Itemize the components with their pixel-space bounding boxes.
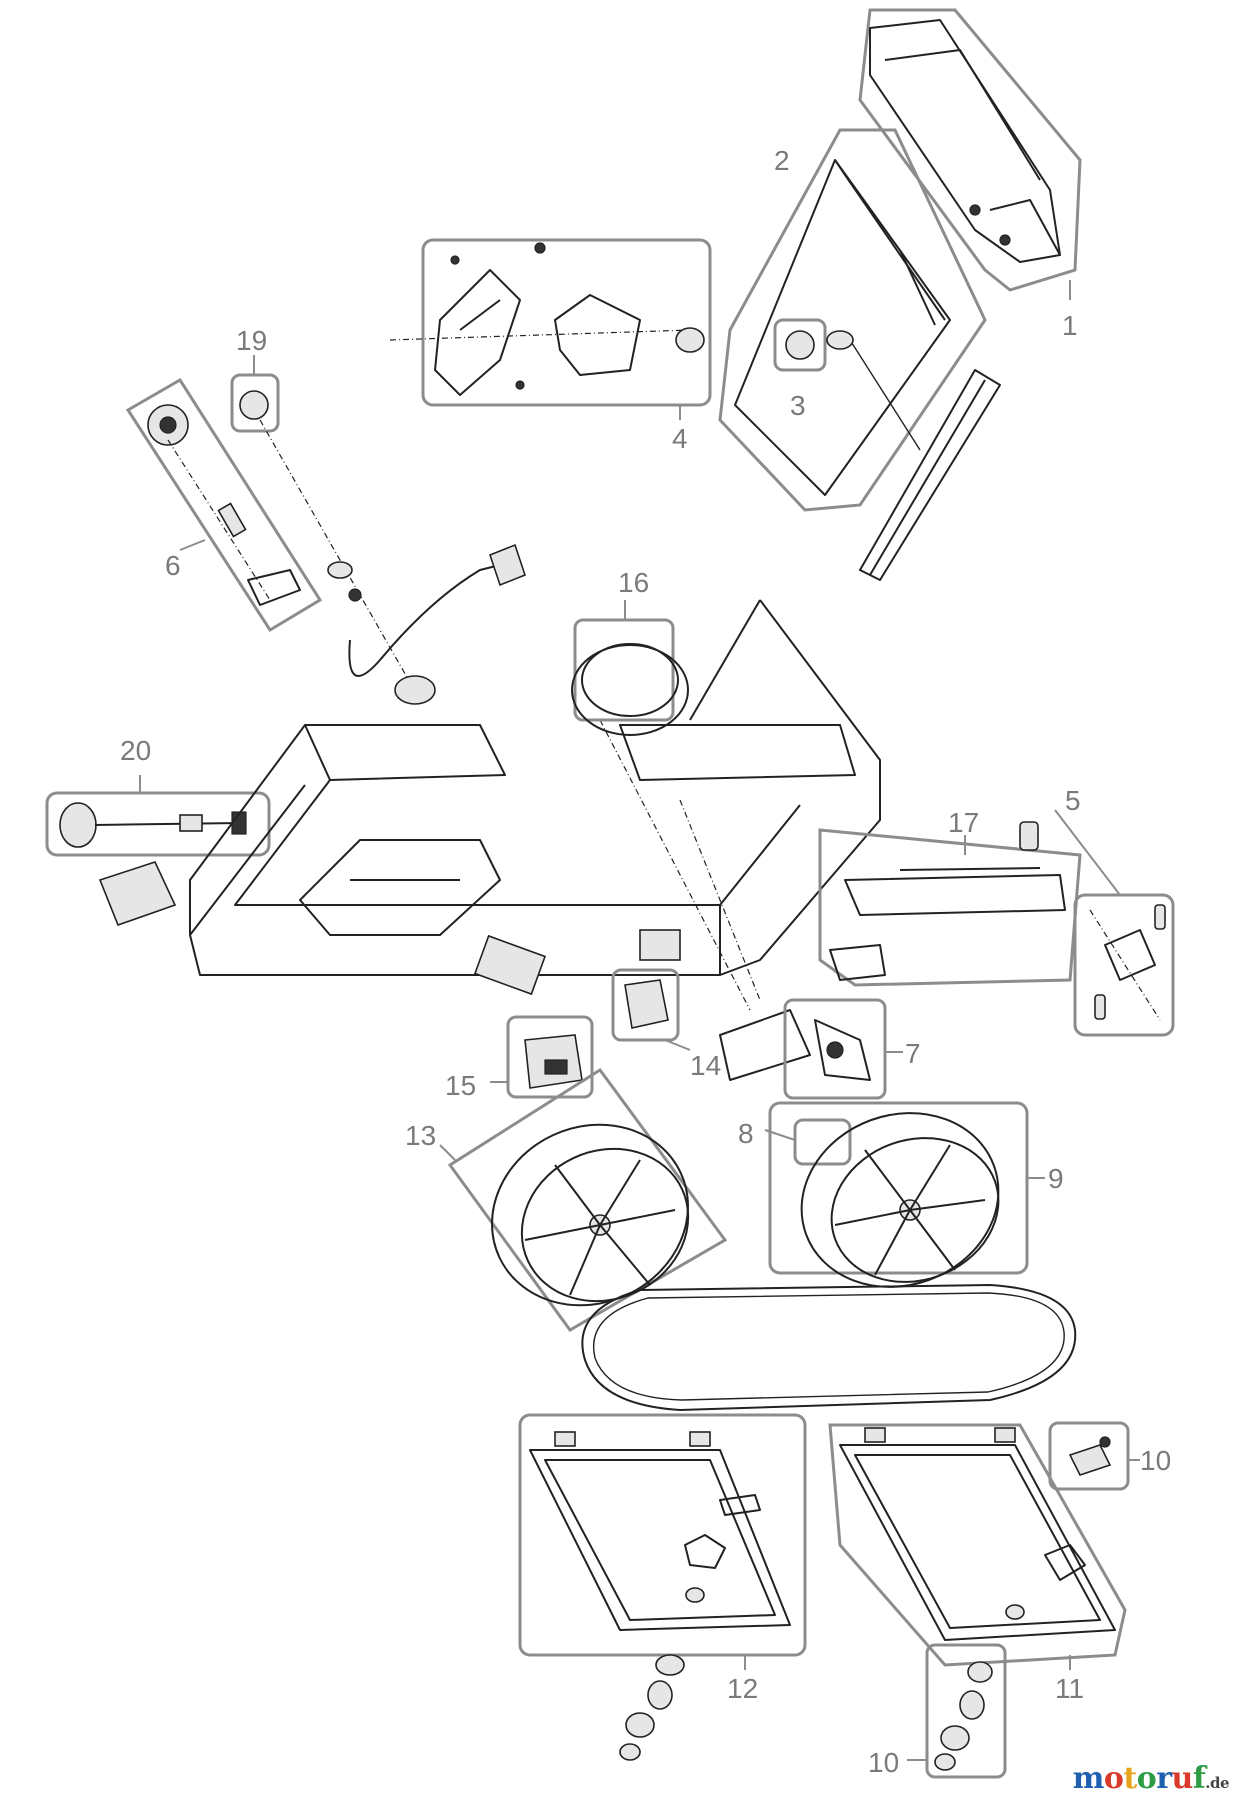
- callout-1: 1: [1062, 310, 1078, 341]
- logo-letter: r: [1156, 1761, 1172, 1796]
- logo-letter: o: [1136, 1761, 1157, 1796]
- callout-17: 17: [948, 807, 979, 838]
- part-8-tyre: [764, 1118, 852, 1166]
- main-frame: [98, 543, 881, 1081]
- callout-6: 6: [165, 550, 181, 581]
- callout-16: 16: [618, 567, 649, 598]
- part-2-table: [718, 128, 1001, 581]
- callout-14: 14: [690, 1050, 721, 1081]
- callout-box-9: [768, 1101, 1029, 1275]
- part-14-switch: [611, 968, 691, 1051]
- part-19-knob: [230, 355, 421, 701]
- callout-box-14: [611, 968, 680, 1042]
- callout-box-7: [783, 998, 887, 1100]
- part-12-door: [518, 1413, 807, 1670]
- callout-5: 5: [1065, 785, 1081, 816]
- logo-letters: motoruf: [1073, 1761, 1206, 1796]
- part-1-blade-guard: [858, 8, 1082, 300]
- logo-suffix: .de: [1205, 1774, 1229, 1792]
- logo-letter: t: [1123, 1761, 1137, 1796]
- logo-letter: m: [1072, 1761, 1105, 1796]
- callout-10a: 10: [1140, 1445, 1171, 1476]
- logo-letter: f: [1192, 1761, 1206, 1796]
- callout-20: 20: [120, 735, 151, 766]
- saw-band: [581, 1284, 1077, 1411]
- part-5-guide-assembly: [1019, 809, 1175, 1037]
- callout-10b: 10: [868, 1747, 899, 1778]
- callout-box-17: [818, 828, 1082, 987]
- callout-box-4: [421, 238, 712, 407]
- part-15-switch-box: [490, 1015, 594, 1099]
- callout-box-8: [793, 1118, 852, 1166]
- callout-box-12: [518, 1413, 807, 1657]
- callout-box-5: [1073, 893, 1175, 1037]
- part-10-knob-right: [907, 1643, 1007, 1779]
- callout-12: 12: [727, 1673, 758, 1704]
- callout-box-3: [773, 318, 827, 372]
- part-11-door: [828, 1423, 1127, 1670]
- callout-4: 4: [672, 423, 688, 454]
- part-9-upper-wheel: [768, 1101, 1045, 1288]
- callout-11: 11: [1055, 1673, 1084, 1704]
- callout-8: 8: [738, 1118, 754, 1149]
- part-17-guide-rail: [818, 828, 1082, 987]
- part-10-latch: [1048, 1421, 1140, 1491]
- callout-box-13: [447, 1067, 728, 1332]
- logo-letter: o: [1103, 1761, 1124, 1796]
- logo-letter: u: [1171, 1761, 1194, 1796]
- callout-box-6: [125, 377, 323, 633]
- part-4-guard-assembly: [389, 238, 712, 420]
- callout-box-16: [573, 618, 675, 722]
- callout-13: 13: [405, 1120, 436, 1151]
- part-10-knob-left: [619, 1654, 685, 1761]
- motoruf-logo: motoruf.de: [1073, 1761, 1230, 1796]
- callout-box-20: [45, 791, 271, 857]
- part-6-tension-knob: [125, 377, 323, 633]
- callout-15: 15: [445, 1070, 476, 1101]
- callout-box-11: [828, 1423, 1127, 1667]
- callout-3: 3: [790, 390, 806, 421]
- part-7-bearing-guide: [783, 998, 903, 1100]
- part-16-wheel: [571, 600, 689, 736]
- part-20-adjust-knob: [45, 775, 271, 857]
- callout-2: 2: [774, 145, 790, 176]
- callout-box-15: [506, 1015, 594, 1099]
- callout-labels: 1 2 3 4 5 6 7 8 9 10 10 11 12 13 14 15 1…: [120, 145, 1171, 1778]
- callout-9: 9: [1048, 1163, 1064, 1194]
- callout-box-10b: [925, 1643, 1007, 1779]
- callout-box-10a: [1048, 1421, 1130, 1491]
- callout-box-1: [858, 8, 1082, 292]
- callout-box-2: [718, 128, 987, 512]
- spokes-13: [524, 1159, 676, 1296]
- callout-7: 7: [905, 1038, 921, 1069]
- callout-19: 19: [236, 325, 267, 356]
- spokes-9: [834, 1144, 986, 1276]
